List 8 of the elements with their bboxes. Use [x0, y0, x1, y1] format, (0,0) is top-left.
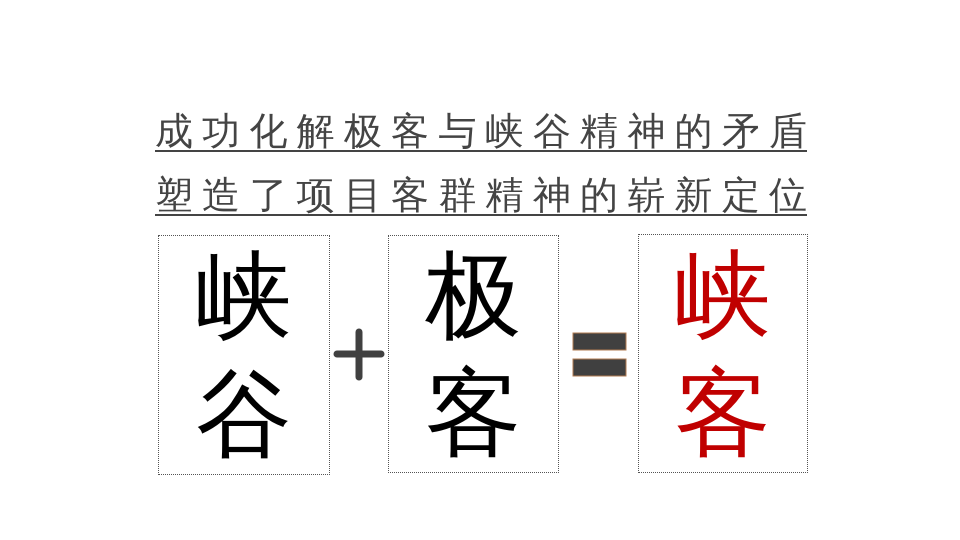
word-box — [388, 235, 559, 473]
word-text: 峡客 — [674, 238, 772, 470]
heading-line: 塑造了项目客群精神的崭新定位 — [155, 172, 807, 218]
word-text: 峡谷 — [195, 239, 293, 472]
heading-line: 成功化解极客与峡谷精神的矛盾 — [155, 108, 807, 154]
word-box — [638, 234, 808, 473]
word-box — [158, 235, 330, 475]
word-text: 极客 — [424, 238, 522, 471]
